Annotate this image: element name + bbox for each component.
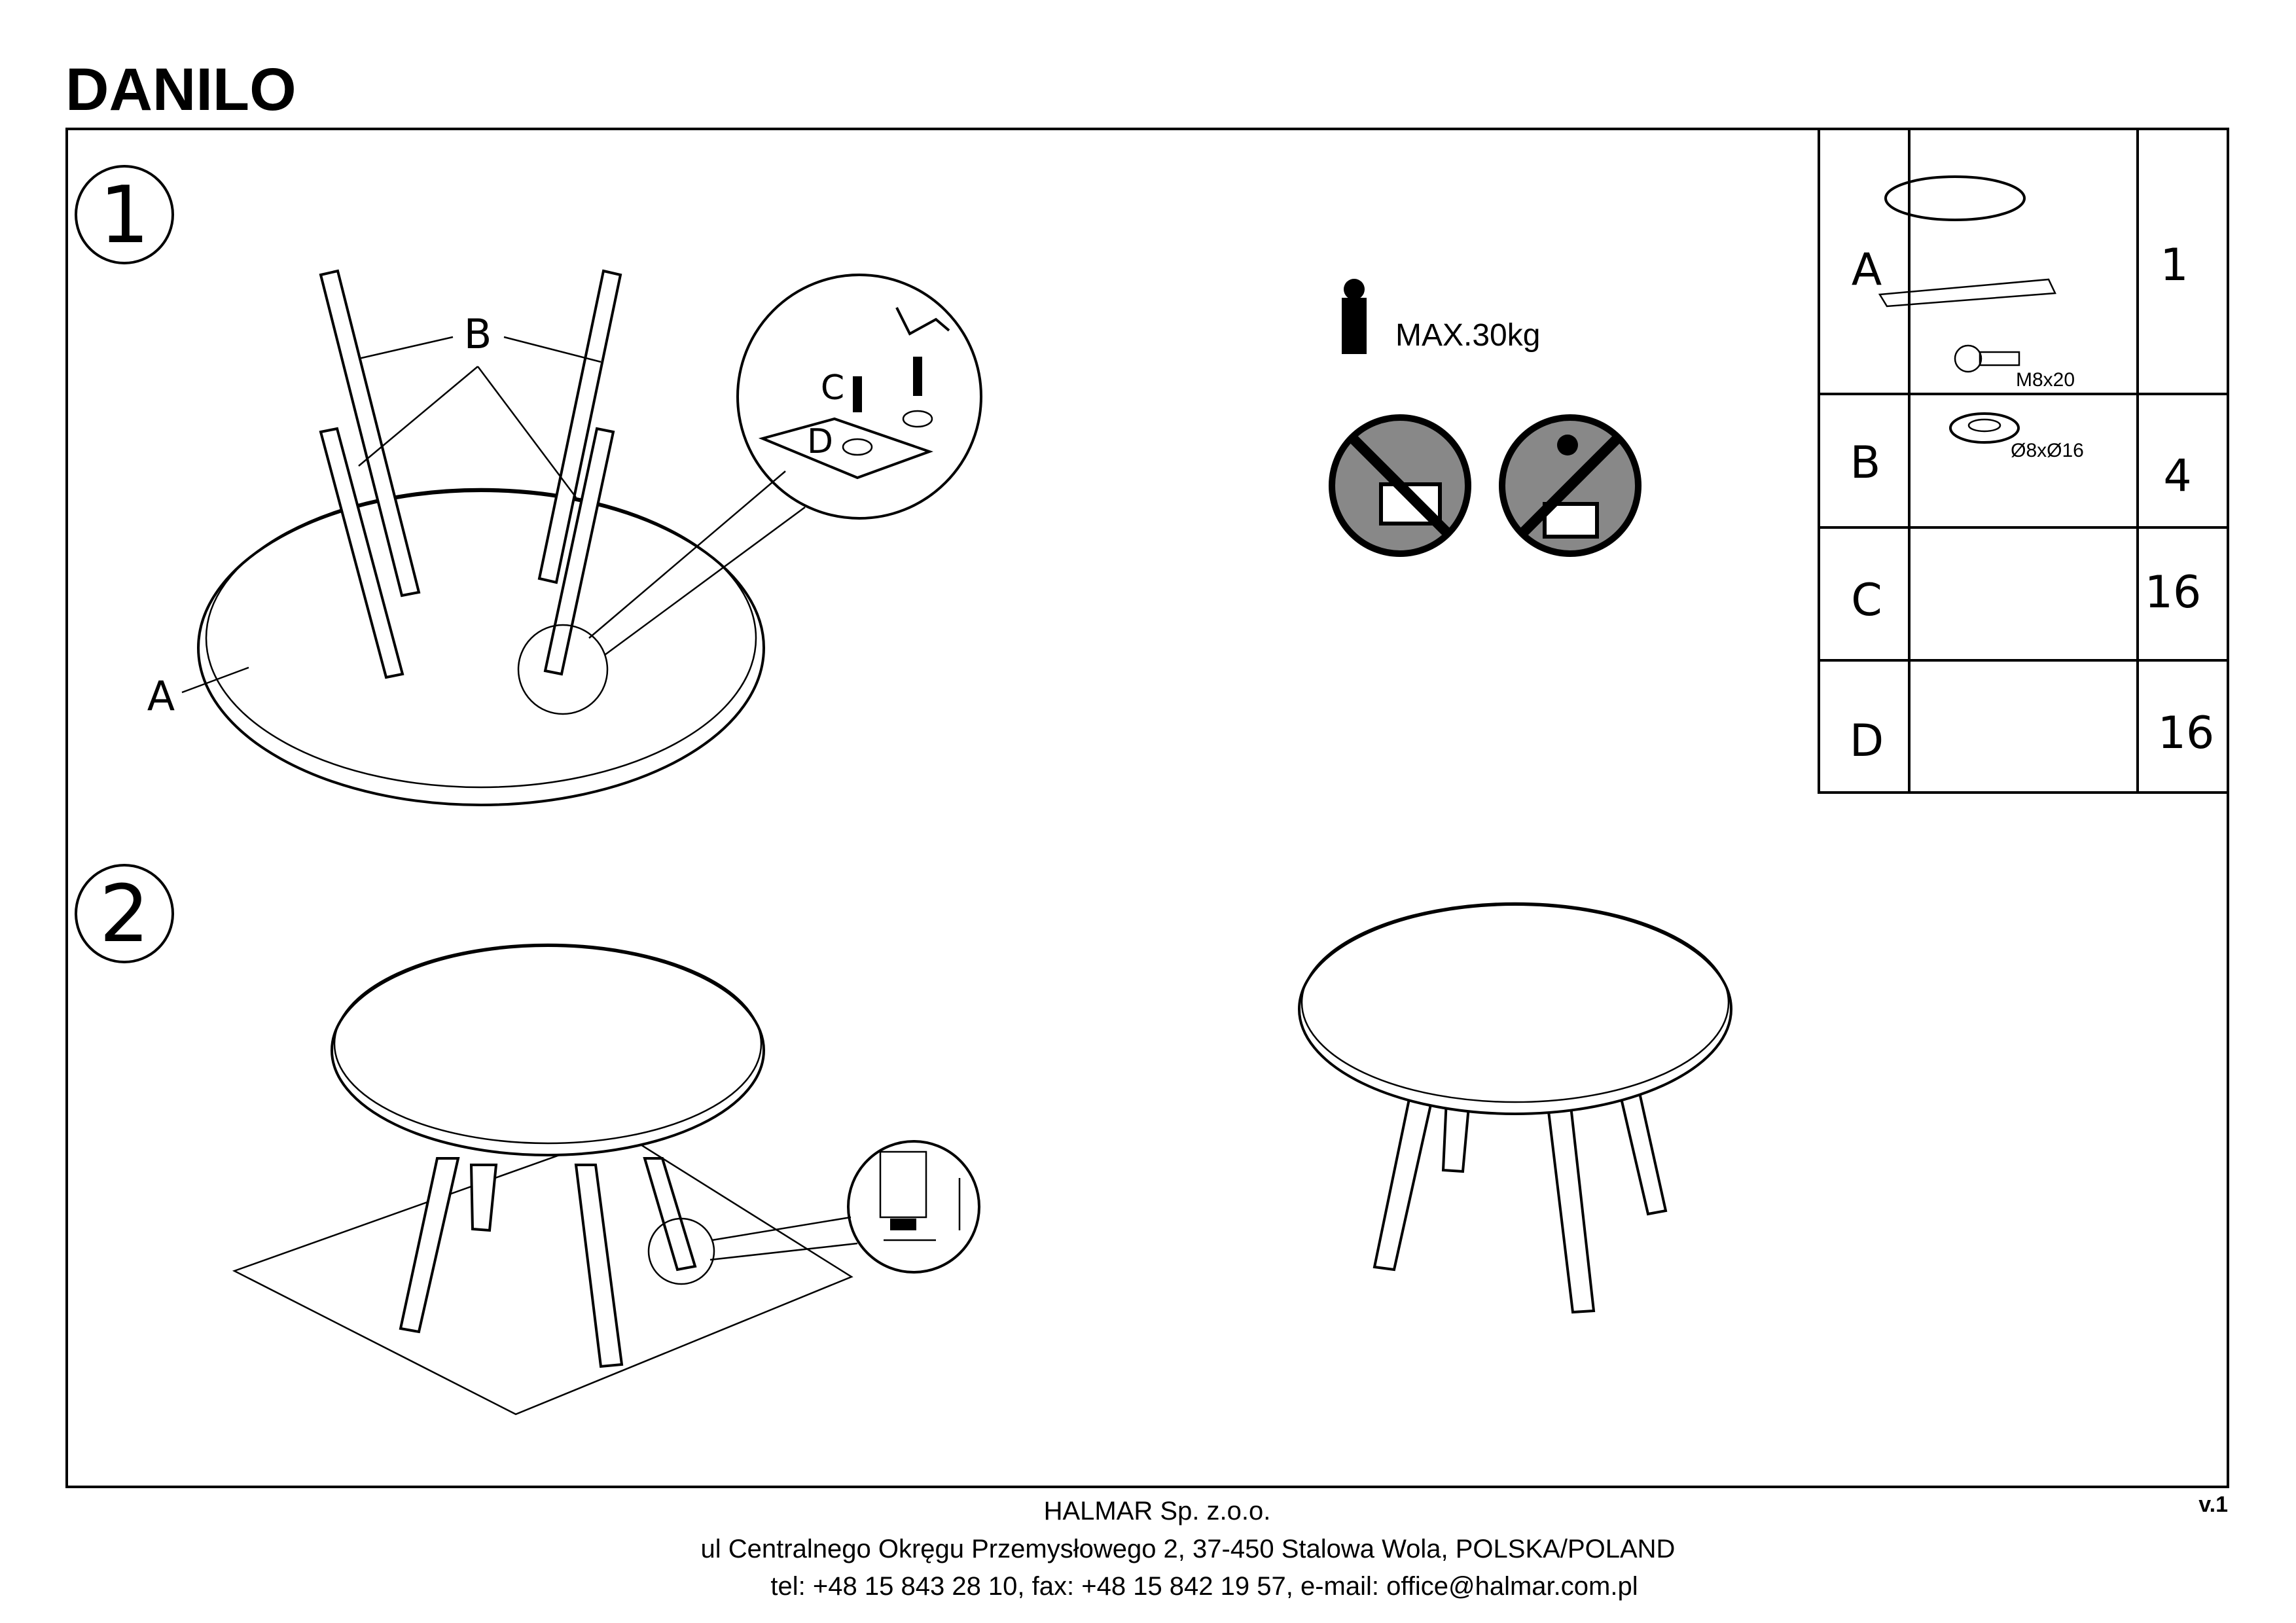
step-number: 1 [99,170,149,261]
screw-c-icon [913,357,922,396]
screw-c-icon [853,376,862,412]
part-qty: 16 [2145,567,2202,618]
footer: HALMAR Sp. z.o.o. ul Centralnego Okręgu … [701,1492,2228,1601]
tabletop-part-icon [1884,175,2026,221]
leg-part-icon [1878,278,2056,308]
max-load-text: MAX.30kg [1395,318,1540,353]
step-2: 2 [75,864,1732,1416]
leveling-foot-detail [847,1140,980,1274]
version-label: v.1 [2198,1492,2228,1517]
step-number-circle [75,864,174,963]
washer-d-icon [842,438,873,456]
label-d: D [807,422,833,461]
part-spec: M8x20 [2016,369,2075,391]
part-letter: B [1850,437,1881,489]
label-b: B [464,310,492,358]
part-letter: D [1850,715,1884,767]
step-1: 1 B A C D [75,165,982,806]
company-contact: tel: +48 15 843 28 10, fax: +48 15 842 1… [770,1572,1638,1601]
part-letter: A [1852,244,1882,296]
step-number-circle [75,165,174,264]
part-qty: 1 [2160,240,2188,291]
washer-d-icon [902,410,933,428]
washer-part-icon [1949,412,2020,444]
parts-table: A 1 B 4 C 16 D 16 M8x20 Ø8xØ16 [1818,128,2229,794]
product-title: DANILO [65,56,296,123]
part-letter: C [1851,575,1882,626]
warnings: MAX.30kg [1329,279,1641,557]
company-name: HALMAR Sp. z.o.o. [1044,1497,1271,1525]
company-address: ul Centralnego Okręgu Przemysłowego 2, 3… [701,1535,1676,1563]
table-legs-drawing [319,269,622,679]
step-number: 2 [99,869,149,960]
screw-part-icon [1954,344,2020,373]
main-frame [65,128,2229,1488]
detail-callout-small [517,624,609,715]
mounting-plate [758,417,933,480]
detail-callout-large [736,274,982,520]
tabletop-drawing [331,944,765,1156]
tabletop-drawing [197,490,765,806]
detail-callout-small [647,1217,715,1285]
floor-plane [232,1132,853,1416]
table-legs-drawing [399,1157,697,1368]
no-sitting-icon [1329,414,1471,557]
no-standing-icon [1499,414,1641,557]
tabletop-drawing [1298,903,1732,1115]
part-qty: 16 [2158,707,2215,759]
label-c: C [821,368,844,408]
hex-key-icon [895,307,950,336]
part-spec: Ø8xØ16 [2011,440,2084,461]
part-qty: 4 [2163,450,2191,502]
table-legs-drawing [1372,1092,1668,1314]
label-a: A [147,672,175,720]
weight-icon [1342,279,1367,354]
